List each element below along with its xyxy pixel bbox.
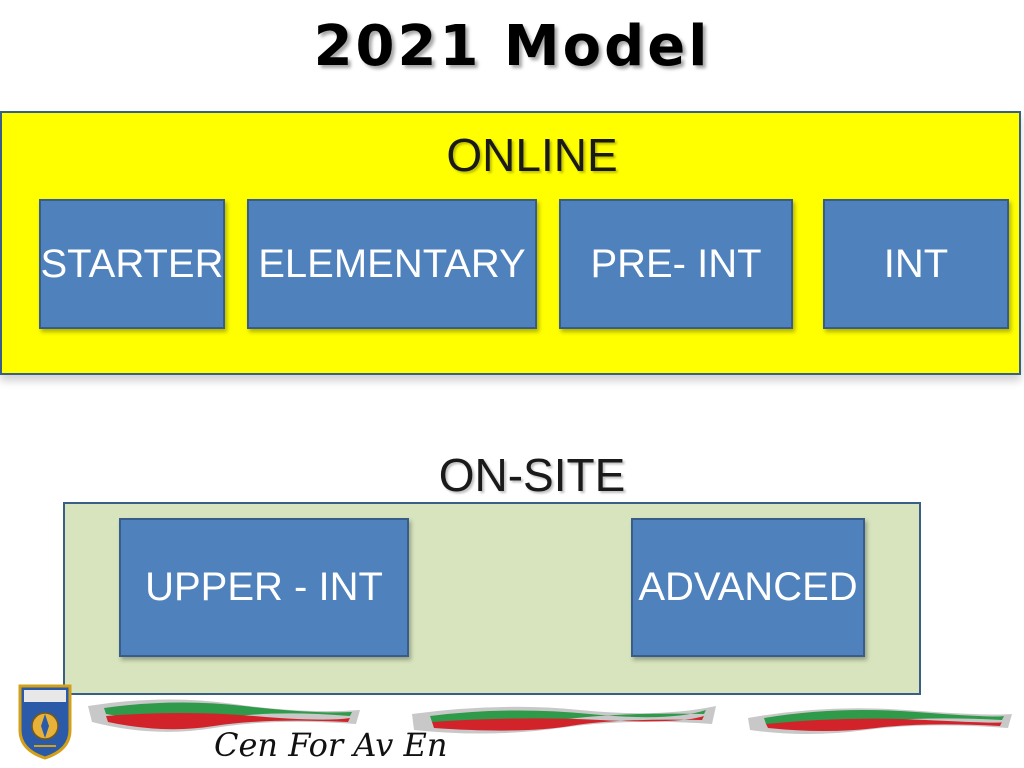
online-heading: ONLINE: [446, 129, 618, 181]
page-title: 2021 Model: [313, 14, 711, 79]
flag-swoosh-icon: [88, 699, 360, 732]
shield-logo-icon: [18, 684, 72, 760]
onsite-heading: ON-SITE: [438, 449, 626, 501]
level-starter: STARTER: [39, 199, 225, 329]
flag-swoosh-icon: [412, 706, 716, 734]
level-int: INT: [823, 199, 1009, 329]
level-elementary: ELEMENTARY: [247, 199, 537, 329]
level-advanced: ADVANCED: [631, 518, 865, 657]
flag-swoosh-icon: [748, 708, 1012, 734]
level-pre-int: PRE- INT: [559, 199, 793, 329]
footer-brand: Cen For Av En: [214, 726, 448, 764]
level-upper-int: UPPER - INT: [119, 518, 409, 657]
